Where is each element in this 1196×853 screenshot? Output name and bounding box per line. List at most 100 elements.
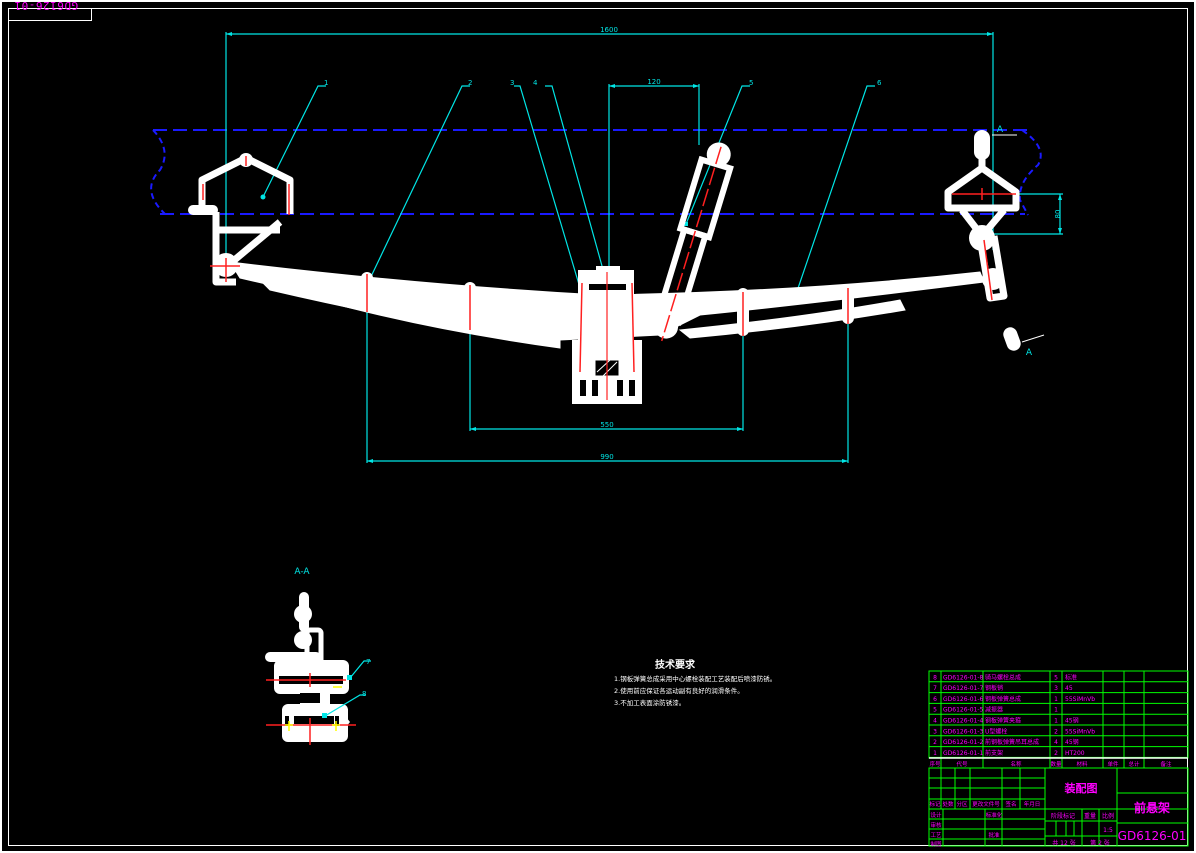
bom-cell-material: 55SiMnVb: [1065, 696, 1095, 703]
tech-req-item-2: 2.使用前应保证各运动副有良好的润滑条件。: [614, 687, 744, 695]
revision-label: 年月日: [1024, 800, 1041, 808]
leader-label-6: 6: [877, 79, 882, 87]
bom-cell-code: GD6126-01-3: [943, 728, 984, 735]
revision-labels: 标记处数分区更改文件号签名年月日: [929, 800, 1040, 808]
frame-rail-outline: [150, 129, 1042, 216]
leader-lines: [262, 85, 875, 301]
bom-cell-name: 钢板销: [985, 684, 1003, 692]
bom-cell-no: 2: [933, 739, 937, 746]
bom-header-cell: 单件: [1107, 760, 1119, 768]
front-bracket: [198, 154, 294, 286]
bom-cell-name: 前支架: [985, 749, 1003, 757]
bom-header-cell: 序号: [929, 760, 941, 768]
leader-label-7: 7: [366, 658, 370, 666]
bom-cell-no: 4: [933, 718, 937, 725]
bom-cell-no: 3: [933, 728, 937, 735]
bom-cell-qty: 1: [1054, 696, 1058, 703]
bom-cell-material: 45: [1065, 685, 1073, 692]
revision-label: 标记: [929, 800, 941, 808]
bom-cell-name: 骑马螺栓总成: [985, 673, 1021, 681]
bom-cell-name: U型螺栓: [985, 727, 1007, 735]
drawing-number-tab: [8, 8, 92, 21]
revision-label: 签名: [1005, 800, 1016, 808]
bom-cell-code: GD6126-01-6: [943, 696, 984, 703]
bom-cell-qty: 5: [1054, 674, 1058, 681]
bom-cell-code: GD6126-01-8: [943, 674, 984, 681]
role-label: 制图: [930, 840, 942, 848]
bom-header-cell: 名称: [1010, 760, 1022, 768]
bom-cell-code: GD6126-01-1: [943, 750, 984, 757]
bom-header-cell: 总计: [1128, 760, 1140, 768]
dimension-arrows: [226, 32, 1062, 463]
bom-cell-code: GD6126-01-4: [943, 718, 984, 725]
title-drawing-number: GD6126-01: [1118, 829, 1187, 843]
bom-cell-material: 标准: [1065, 673, 1077, 681]
bom-cell-qty: 2: [1054, 728, 1058, 735]
bom-cell-no: 8: [933, 674, 937, 681]
section-mark-bottom: A: [1026, 348, 1033, 358]
spring-clip-centerlines: [366, 274, 849, 336]
bom-cell-code: GD6126-01-5: [943, 707, 984, 714]
dim-hanger-height: 80: [1054, 210, 1062, 219]
tech-req-item-1: 1.钢板弹簧总成采用中心螺栓装配工艺装配后喷漆防锈。: [614, 675, 777, 683]
role-label: 批准: [988, 831, 1000, 839]
dim-shock-offset: 120: [647, 78, 660, 86]
scale-value: 1:5: [1103, 827, 1113, 834]
title-block-grid: [928, 767, 1189, 847]
leader-dot-7: [347, 675, 352, 680]
bom-cell-no: 6: [933, 696, 937, 703]
leader-label-5: 5: [749, 79, 753, 87]
rear-shackle-centerlines: [952, 188, 1016, 301]
dim-overall-length: 1600: [600, 26, 618, 34]
bom-header-cell: 备注: [1160, 760, 1172, 768]
bom-cell-name: 钢板弹簧夹箍: [985, 717, 1021, 725]
bom-header-cell: 材料: [1076, 760, 1088, 768]
leader-label-4: 4: [533, 79, 538, 87]
tech-req-item-3: 3.不加工表面涂防锈漆。: [614, 699, 686, 707]
stage-label: 阶段标记: [1051, 812, 1075, 820]
dimension-lines: [225, 32, 1063, 463]
sheets-total: 共 12 张: [1052, 839, 1075, 847]
bom-cell-no: 7: [933, 685, 937, 692]
bom-cell-code: GD6126-01-7: [943, 685, 984, 692]
revision-label: 处数: [942, 800, 954, 808]
leader-label-3: 3: [510, 79, 514, 87]
bom-cell-qty: 2: [1054, 750, 1058, 757]
revision-label: 更改文件号: [972, 800, 1000, 808]
dim-inner-span: 550: [600, 421, 613, 429]
bom-cell-material: HT200: [1065, 750, 1085, 757]
dim-outer-span: 990: [600, 453, 613, 461]
tech-req-title: 技术要求: [655, 660, 695, 671]
section-cut-marks: [992, 134, 1045, 343]
weight-label: 重量: [1084, 812, 1096, 820]
bom-cell-code: GD6126-01-2: [943, 739, 984, 746]
leader-label-2: 2: [468, 79, 472, 87]
bom-cell-name: 钢板弹簧总成: [985, 695, 1021, 703]
leader-dot-8: [322, 713, 327, 718]
sheet-number: 第 2 张: [1090, 839, 1110, 847]
bom-header-cell: 代号: [956, 760, 968, 768]
bom-header: 序号代号名称数量材料单件总计备注: [929, 760, 1172, 768]
bom-cell-material: 45钢: [1065, 738, 1079, 746]
role-label: 标准化: [986, 811, 1003, 819]
role-label: 审核: [930, 821, 942, 829]
bom-cell-qty: 3: [1054, 685, 1058, 692]
role-label: 工艺: [930, 832, 942, 839]
bom-cell-qty: 1: [1054, 718, 1058, 725]
drawing-type: 装配图: [1064, 781, 1098, 795]
shock-absorber: [654, 142, 734, 342]
bom-cell-qty: 1: [1054, 707, 1058, 714]
section-view-leaders: [324, 660, 371, 717]
section-view-yellow-marks: [285, 686, 342, 731]
